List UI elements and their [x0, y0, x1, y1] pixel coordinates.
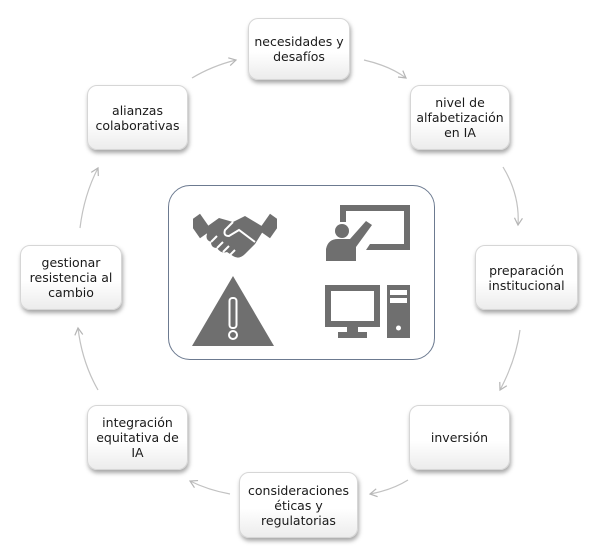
- node-label: preparación institucional: [488, 262, 565, 293]
- teacher-presentation-icon: [326, 205, 410, 261]
- node-alianzas[interactable]: alianzas colaborativas: [87, 85, 188, 150]
- node-necesidades[interactable]: necesidades y desafíos: [248, 18, 350, 80]
- node-preparacion[interactable]: preparación institucional: [475, 245, 578, 310]
- arrow-alianzas-to-necesidades: [191, 57, 238, 79]
- warning-icon: [192, 276, 274, 346]
- node-gestionar[interactable]: gestionar resistencia al cambio: [20, 245, 122, 310]
- arrow-gestionar-to-alianzas: [79, 166, 99, 229]
- arrow-integracion-to-gestionar: [74, 326, 99, 391]
- node-nivel[interactable]: nivel de alfabetización en IA: [410, 85, 510, 150]
- node-label: gestionar resistencia al cambio: [29, 255, 113, 300]
- node-label: alianzas colaborativas: [95, 102, 180, 133]
- node-label: inversión: [430, 430, 489, 445]
- arrow-preparacion-to-inversion: [499, 329, 521, 392]
- arrow-nivel-to-preparacion: [502, 166, 523, 227]
- node-inversion[interactable]: inversión: [409, 405, 510, 470]
- node-label: consideraciones éticas y regulatorias: [248, 482, 349, 528]
- node-integracion[interactable]: integración equitativa de IA: [87, 405, 188, 470]
- node-label: integración equitativa de IA: [96, 415, 179, 460]
- handshake-icon: [193, 213, 277, 258]
- arrow-necesidades-to-nivel: [363, 59, 407, 79]
- node-consideraciones[interactable]: consideraciones éticas y regulatorias: [239, 472, 358, 538]
- node-label: nivel de alfabetización en IA: [416, 95, 504, 140]
- desktop-computer-icon: [325, 285, 410, 338]
- arrow-inversion-to-consideraciones: [368, 479, 409, 498]
- node-label: necesidades y desafíos: [254, 34, 344, 64]
- arrow-consideraciones-to-integracion: [188, 479, 231, 495]
